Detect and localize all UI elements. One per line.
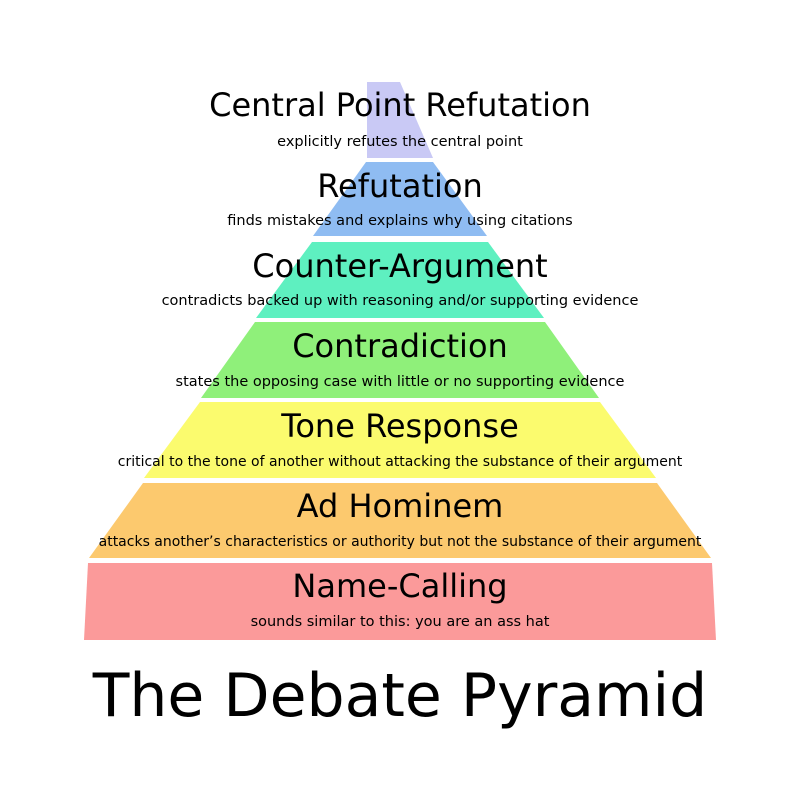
level-desc-refutation: finds mistakes and explains why using ci…	[227, 213, 573, 229]
level-title-counter-argument: Counter-Argument	[252, 247, 548, 285]
level-title-central-point-refutation: Central Point Refutation	[209, 86, 591, 124]
level-title-name-calling: Name-Calling	[292, 567, 508, 605]
level-title-tone-response: Tone Response	[281, 407, 519, 445]
level-title-ad-hominem: Ad Hominem	[296, 487, 504, 525]
pyramid-tier-7	[84, 563, 716, 640]
pyramid-tier-2	[313, 162, 487, 236]
level-desc-ad-hominem: attacks another’s characteristics or aut…	[98, 534, 702, 550]
pyramid-tier-1	[367, 82, 433, 158]
level-title-contradiction: Contradiction	[292, 327, 508, 365]
main-title: The Debate Pyramid	[92, 661, 708, 731]
level-desc-tone-response: critical to the tone of another without …	[117, 454, 683, 470]
level-desc-name-calling: sounds similar to this: you are an ass h…	[250, 614, 550, 630]
level-desc-counter-argument: contradicts backed up with reasoning and…	[161, 293, 639, 309]
level-title-refutation: Refutation	[317, 167, 483, 205]
pyramid-tier-5	[144, 402, 656, 478]
pyramid-tier-6	[89, 483, 711, 558]
pyramid-tier-3	[256, 242, 544, 318]
level-desc-contradiction: states the opposing case with little or …	[175, 374, 625, 390]
level-desc-central-point-refutation: explicitly refutes the central point	[277, 134, 523, 150]
pyramid-tier-4	[201, 322, 599, 398]
